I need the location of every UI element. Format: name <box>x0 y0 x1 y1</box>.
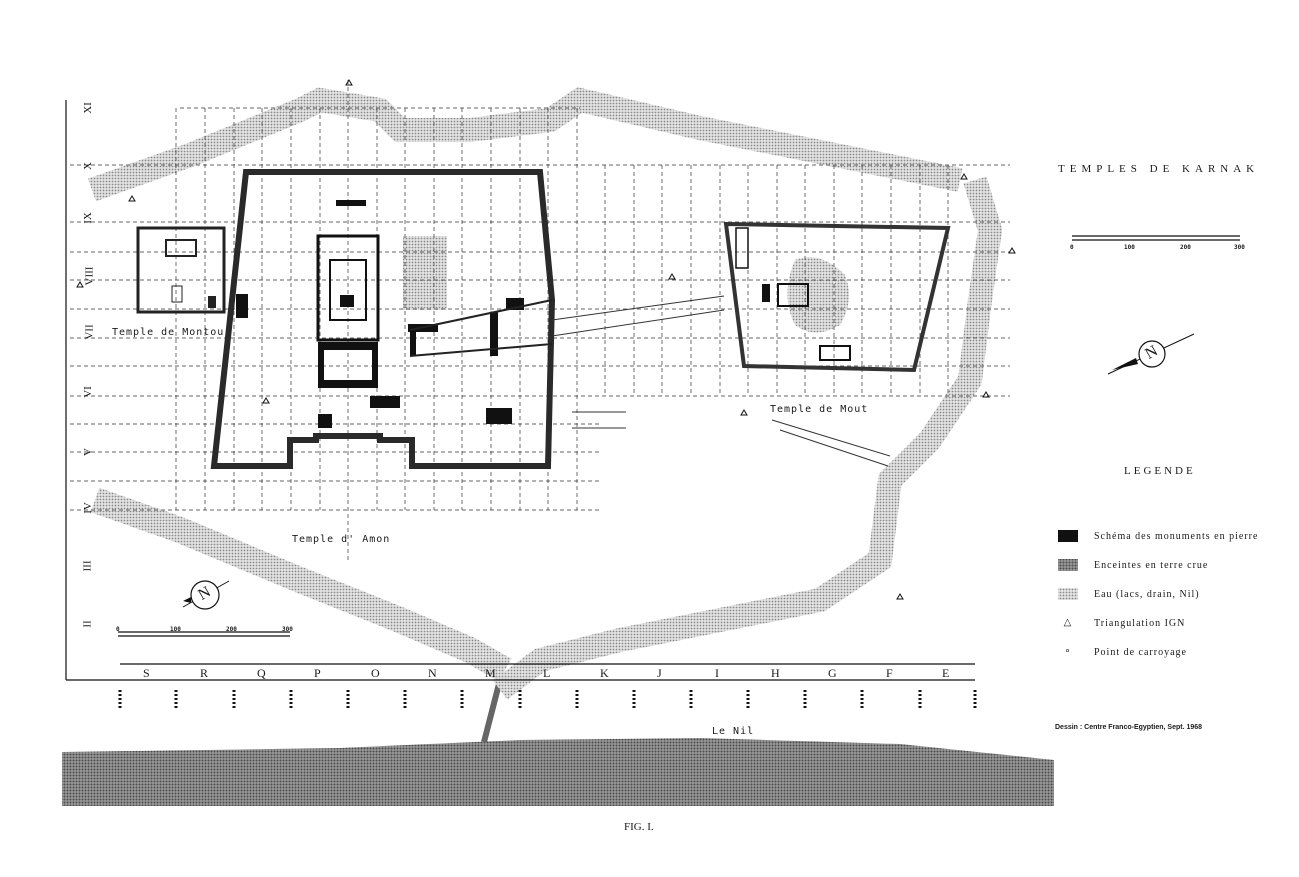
grid-letter: H <box>771 666 780 680</box>
grid-letter: E <box>942 666 950 680</box>
legend-swatch-water <box>1058 588 1078 600</box>
grid-letter: L <box>543 666 551 680</box>
grid-letter: O <box>371 666 380 680</box>
legend-label: Triangulation IGN <box>1094 617 1186 629</box>
scale-tick-top: 200 <box>1180 244 1191 251</box>
map-credit: Dessin : Centre Franco-Egyptien, Sept. 1… <box>1055 724 1203 731</box>
water-mout-lake <box>787 257 849 333</box>
grid-numeral: III <box>81 560 94 572</box>
scale-bar-bottom <box>118 631 290 637</box>
grid-letter: Q <box>257 666 266 680</box>
water-sacred-lake <box>403 236 447 310</box>
grid-numeral: II <box>81 620 94 628</box>
grid-letter: R <box>200 666 209 680</box>
legend-label: Enceintes en terre crue <box>1094 559 1209 571</box>
avenue-mout <box>771 419 891 467</box>
label-temple-montou: Temple de Montou <box>112 327 225 338</box>
montou-enclosure <box>136 226 226 314</box>
map-frame <box>65 100 975 681</box>
water-band-east <box>492 176 1003 700</box>
legend-item-triangulation: △ Triangulation IGN <box>1058 614 1185 632</box>
legend-item-brick: Enceintes en terre crue <box>1058 556 1208 574</box>
grid-numeral: IV <box>81 502 94 514</box>
avenue-sphinx <box>551 295 725 337</box>
scale-tick-bottom: 200 <box>226 626 237 633</box>
grid-letter: M <box>485 666 496 680</box>
legend-swatch-stone <box>1058 530 1078 542</box>
grid-letter: P <box>314 666 321 680</box>
scale-tick-top: 0 <box>1070 244 1074 251</box>
grid-letter: N <box>428 666 437 680</box>
nile-river <box>62 738 1054 806</box>
legend-item-stone: Schéma des monuments en pierre <box>1058 527 1258 545</box>
grid-numeral: VIII <box>83 266 96 286</box>
amon-axis-walls <box>409 299 553 357</box>
scale-tick-top: 100 <box>1124 244 1135 251</box>
grid-letter: J <box>657 666 662 680</box>
grid-letter: I <box>715 666 719 680</box>
grid-numeral: XI <box>81 102 94 114</box>
grid-letter: G <box>828 666 837 680</box>
circle-icon: ∘ <box>1064 646 1072 657</box>
water-band-north <box>87 87 963 202</box>
mout-monuments <box>735 227 851 361</box>
grid-numeral: X <box>81 162 94 170</box>
legend-swatch-brick <box>1058 559 1078 571</box>
gate-south <box>572 411 626 429</box>
label-temple-mout: Temple de Mout <box>770 404 869 415</box>
legend-heading: LEGENDE <box>1124 465 1196 477</box>
water-band-south <box>90 487 512 682</box>
label-nile: Le Nil <box>712 726 755 737</box>
label-temple-amon: Temple d' Amon <box>292 534 391 545</box>
grid-numeral: VII <box>83 324 96 340</box>
scale-tick-bottom: 0 <box>116 626 120 633</box>
legend-item-grid-point: ∘ Point de carroyage <box>1058 643 1187 661</box>
triangulation-points <box>76 79 1016 600</box>
map-title: TEMPLES DE KARNAK <box>1058 163 1260 175</box>
grid-letter: F <box>886 666 893 680</box>
mout-enclosure <box>723 221 951 373</box>
scale-tick-top: 300 <box>1234 244 1245 251</box>
triangle-icon: △ <box>1063 617 1073 628</box>
scale-tick-bottom: 300 <box>282 626 293 633</box>
grid-letter: K <box>600 666 609 680</box>
scale-bar-top <box>1072 235 1240 241</box>
compass-left <box>182 580 230 610</box>
column-ticks <box>118 690 977 708</box>
legend-label: Point de carroyage <box>1094 646 1187 658</box>
legend-item-water: Eau (lacs, drain, Nil) <box>1058 585 1200 603</box>
grid-letter: S <box>143 666 150 680</box>
grid-numeral: IX <box>81 212 94 224</box>
figure-label: FIG. I. <box>624 821 654 833</box>
canal <box>481 679 503 743</box>
compass-right <box>1107 333 1195 375</box>
scale-tick-bottom: 100 <box>170 626 181 633</box>
legend-label: Eau (lacs, drain, Nil) <box>1094 588 1200 600</box>
legend-swatches <box>1058 530 1078 600</box>
amon-monuments <box>236 200 524 428</box>
amon-enclosure <box>210 169 556 469</box>
grid-numeral: VI <box>81 386 94 398</box>
legend-label: Schéma des monuments en pierre <box>1094 530 1259 542</box>
montou-monuments <box>165 239 216 308</box>
grid-numeral: V <box>81 448 94 456</box>
